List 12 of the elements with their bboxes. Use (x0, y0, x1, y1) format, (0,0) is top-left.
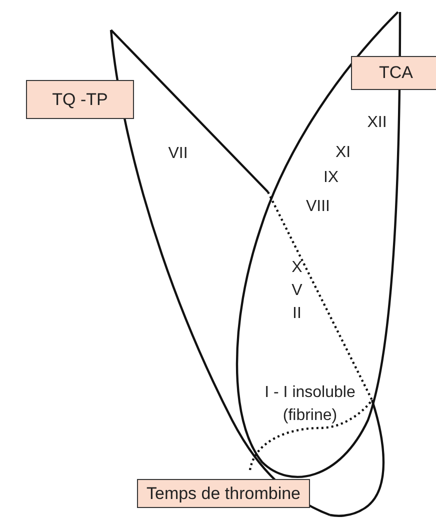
factor-numeral: IX (323, 168, 339, 188)
factor-numeral: V (292, 281, 302, 301)
label-box: Temps de thrombine (137, 479, 310, 508)
factor-numeral: VIII (306, 197, 330, 217)
label-box: TCA (351, 56, 436, 90)
factor-label: I - I insoluble (fibrine) (264, 383, 356, 426)
factor-numeral: II (292, 304, 302, 324)
factor-numeral: X (292, 258, 302, 278)
factor-numeral: XI (335, 143, 351, 163)
factor-numeral: VII (168, 144, 188, 164)
label-box: TQ -TP (26, 80, 134, 119)
factor-numeral: XII (367, 113, 387, 133)
